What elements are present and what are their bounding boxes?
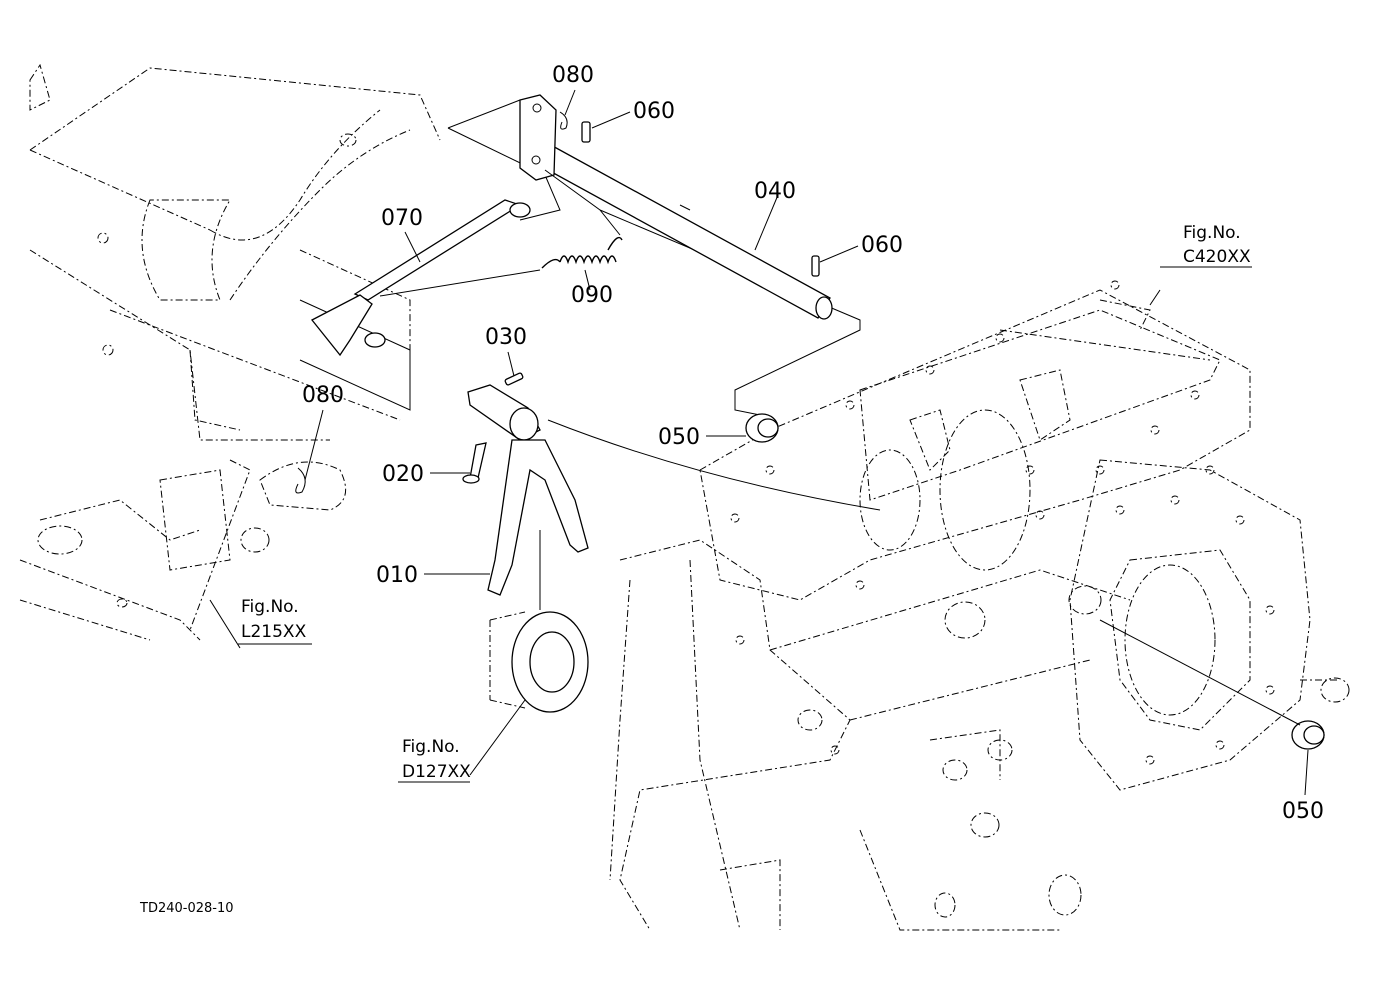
callout-010: 010 xyxy=(376,563,418,588)
callout-060-upper: 060 xyxy=(633,99,675,124)
release-fork-010 xyxy=(467,384,589,596)
callout-050-left: 050 xyxy=(658,425,700,450)
callout-040: 040 xyxy=(754,179,796,204)
figure-ref-label: Fig.No. xyxy=(1183,223,1241,243)
figure-ref-c420xx[interactable]: Fig.No. C420XX xyxy=(1160,223,1252,268)
clip-080-lower xyxy=(295,467,306,494)
bushing-050-right xyxy=(1291,720,1325,750)
callout-030: 030 xyxy=(485,325,527,350)
callout-060-lower: 060 xyxy=(861,233,903,258)
bushing-050-left xyxy=(745,413,779,443)
release-bearing xyxy=(489,611,589,713)
figure-ref-code: C420XX xyxy=(1183,247,1251,267)
left-housing-outline xyxy=(19,63,441,641)
clip-080-upper xyxy=(559,111,568,130)
figure-ref-code: D127XX xyxy=(402,762,471,782)
leader-lines xyxy=(209,89,1309,796)
reference-outline-boxes xyxy=(299,99,861,416)
transmission-case-outline xyxy=(609,280,1350,931)
release-lever-070 xyxy=(310,199,531,357)
bolt-020 xyxy=(462,442,487,484)
figure-ref-l215xx[interactable]: Fig.No. L215XX xyxy=(238,597,312,645)
spring-pin-030 xyxy=(504,372,524,386)
callout-070: 070 xyxy=(381,206,423,231)
drawing-code: TD240-028-10 xyxy=(139,901,234,916)
assembly-arrows xyxy=(379,169,1301,726)
callout-090: 090 xyxy=(571,283,613,308)
callout-020: 020 xyxy=(382,462,424,487)
return-spring-090 xyxy=(541,236,623,269)
pin-060-upper xyxy=(581,121,591,143)
callout-080-lower: 080 xyxy=(302,383,344,408)
pin-060-lower xyxy=(811,255,820,277)
callout-080-upper: 080 xyxy=(552,63,594,88)
bracket-plate xyxy=(519,94,557,181)
figure-ref-label: Fig.No. xyxy=(402,737,460,757)
callout-050-right: 050 xyxy=(1282,799,1324,824)
figure-ref-label: Fig.No. xyxy=(241,597,299,617)
figure-ref-d127xx[interactable]: Fig.No. D127XX xyxy=(398,737,471,783)
figure-ref-code: L215XX xyxy=(241,622,307,642)
